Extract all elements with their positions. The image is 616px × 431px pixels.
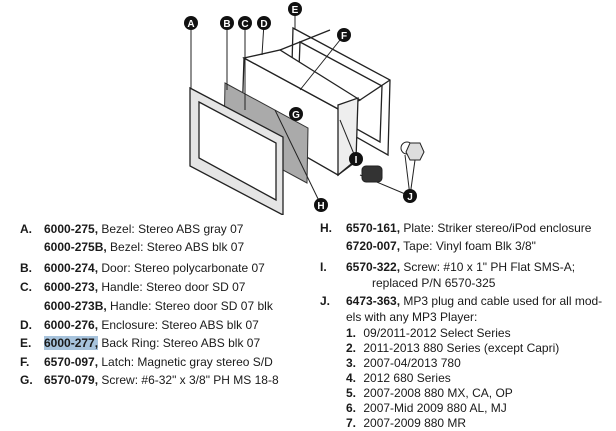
part-number: 6000-275,	[44, 222, 99, 236]
svg-text:E: E	[292, 5, 299, 16]
callout-h: H	[314, 198, 328, 212]
callout-c: C	[238, 16, 252, 30]
list-number: 3.	[346, 356, 357, 370]
part-desc-continued: els with any MP3 Player:	[346, 310, 478, 324]
list-item: 3. 2007-04/2013 780	[346, 356, 461, 370]
exploded-parts-diagram: A B C D E F G H I J	[184, 2, 425, 215]
part-desc: Bezel: Stereo ABS blk 07	[106, 240, 245, 254]
list-number: 6.	[346, 401, 357, 415]
callout-f: F	[337, 28, 351, 42]
part-number: 6570-322,	[346, 260, 401, 274]
svg-text:I: I	[355, 155, 358, 166]
list-item: 2. 2011-2013 880 Series (except Capri)	[346, 341, 559, 355]
list-item: 6. 2007-Mid 2009 880 AL, MJ	[346, 401, 507, 415]
part-number: 6000-275B,	[44, 240, 107, 254]
callout-g: G	[289, 107, 303, 121]
list-number: 1.	[346, 326, 357, 340]
part-number: 6000-273,	[44, 280, 99, 294]
part-desc-continued: replaced P/N 6570-325	[372, 276, 496, 290]
part-number: 6000-276,	[44, 318, 99, 332]
svg-text:J: J	[407, 192, 413, 203]
part-number: 6720-007,	[346, 239, 401, 253]
list-text: 09/2011-2012 Select Series	[363, 326, 511, 340]
part-row: G. 6570-079, Screw: #6-32" x 3/8" PH MS 1…	[20, 373, 279, 387]
part-row: 6720-007, Tape: Vinyl foam Blk 3/8"	[320, 239, 536, 253]
callout-e: E	[288, 2, 302, 16]
list-item: 4. 2012 680 Series	[346, 371, 451, 385]
part-letter: E.	[20, 336, 32, 350]
part-number-highlighted[interactable]: 6000-277,	[44, 336, 99, 350]
part-desc: Door: Stereo polycarbonate 07	[98, 261, 265, 275]
part-letter: A.	[20, 222, 32, 236]
part-desc: Latch: Magnetic gray stereo S/D	[98, 355, 273, 369]
part-row: H. 6570-161, Plate: Striker stereo/iPod e…	[320, 221, 591, 235]
part-number: 6570-079,	[44, 373, 99, 387]
leader-lines	[190, 9, 416, 206]
callout-a: A	[184, 16, 198, 30]
part-desc: Handle: Stereo door SD 07	[98, 280, 246, 294]
part-row: 6000-273B, Handle: Stereo door SD 07 blk	[20, 299, 273, 313]
part-letter: H.	[320, 221, 332, 235]
svg-text:C: C	[241, 19, 248, 30]
list-number: 4.	[346, 371, 357, 385]
part-desc: Enclosure: Stereo ABS blk 07	[98, 318, 259, 332]
callouts: A B C D E F G H I J	[184, 2, 417, 212]
mp3-plug-part	[361, 141, 425, 183]
part-desc: Screw: #10 x 1" PH Flat SMS-A;	[400, 260, 576, 274]
part-row: C. 6000-273, Handle: Stereo door SD 07	[20, 280, 245, 294]
part-number: 6000-273B,	[44, 299, 107, 313]
svg-text:A: A	[187, 19, 194, 30]
part-number: 6473-363,	[346, 294, 401, 308]
part-letter: F.	[20, 355, 30, 369]
list-text: 2012 680 Series	[363, 371, 451, 385]
part-row: F. 6570-097, Latch: Magnetic gray stereo …	[20, 355, 273, 369]
list-text: 2007-Mid 2009 880 AL, MJ	[363, 401, 507, 415]
part-desc: Handle: Stereo door SD 07 blk	[106, 299, 273, 313]
list-item: 1. 09/2011-2012 Select Series	[346, 326, 511, 340]
svg-text:D: D	[260, 19, 267, 30]
part-row: A. 6000-275, Bezel: Stereo ABS gray 07	[20, 222, 243, 236]
part-letter: D.	[20, 318, 32, 332]
bezel-part	[189, 86, 284, 215]
list-text: 2007-2008 880 MX, CA, OP	[363, 386, 513, 400]
svg-text:G: G	[292, 110, 300, 121]
part-number: 6570-097,	[44, 355, 99, 369]
list-text: 2007-04/2013 780	[363, 356, 461, 370]
part-desc: Bezel: Stereo ABS gray 07	[98, 222, 244, 236]
part-letter: J.	[320, 294, 331, 308]
callout-b: B	[220, 16, 234, 30]
part-row: E. 6000-277, Back Ring: Stereo ABS blk 07	[20, 336, 260, 350]
part-letter: I.	[320, 260, 327, 274]
part-row: D. 6000-276, Enclosure: Stereo ABS blk 07	[20, 318, 259, 332]
part-letter: C.	[20, 280, 32, 294]
callout-i: I	[349, 152, 363, 166]
list-text: 2007-2009 880 MR	[363, 416, 467, 430]
part-desc: Back Ring: Stereo ABS blk 07	[98, 336, 261, 350]
part-desc: Screw: #6-32" x 3/8" PH MS 18-8	[98, 373, 279, 387]
svg-text:B: B	[223, 19, 230, 30]
part-number: 6000-274,	[44, 261, 99, 275]
list-number: 2.	[346, 341, 357, 355]
list-number: 7.	[346, 416, 357, 430]
callout-j: J	[403, 189, 417, 203]
list-text: 2011-2013 880 Series (except Capri)	[363, 341, 560, 355]
part-letter: G.	[20, 373, 33, 387]
part-desc: Plate: Striker stereo/iPod enclosure	[400, 221, 592, 235]
part-row: I. 6570-322, Screw: #10 x 1" PH Flat SMS-…	[320, 260, 575, 274]
svg-text:F: F	[341, 31, 347, 42]
part-desc: Tape: Vinyl foam Blk 3/8"	[400, 239, 536, 253]
svg-text:H: H	[317, 201, 324, 212]
part-number: 6570-161,	[346, 221, 401, 235]
list-number: 5.	[346, 386, 357, 400]
list-item: 5. 2007-2008 880 MX, CA, OP	[346, 386, 513, 400]
part-desc: MP3 plug and cable used for all mod-	[400, 294, 603, 308]
part-letter: B.	[20, 261, 32, 275]
list-item: 7. 2007-2009 880 MR	[346, 416, 466, 430]
callout-d: D	[257, 16, 271, 30]
part-row: J. 6473-363, MP3 plug and cable used for …	[320, 294, 602, 308]
part-row: 6000-275B, Bezel: Stereo ABS blk 07	[20, 240, 244, 254]
part-row: B. 6000-274, Door: Stereo polycarbonate 0…	[20, 261, 265, 275]
